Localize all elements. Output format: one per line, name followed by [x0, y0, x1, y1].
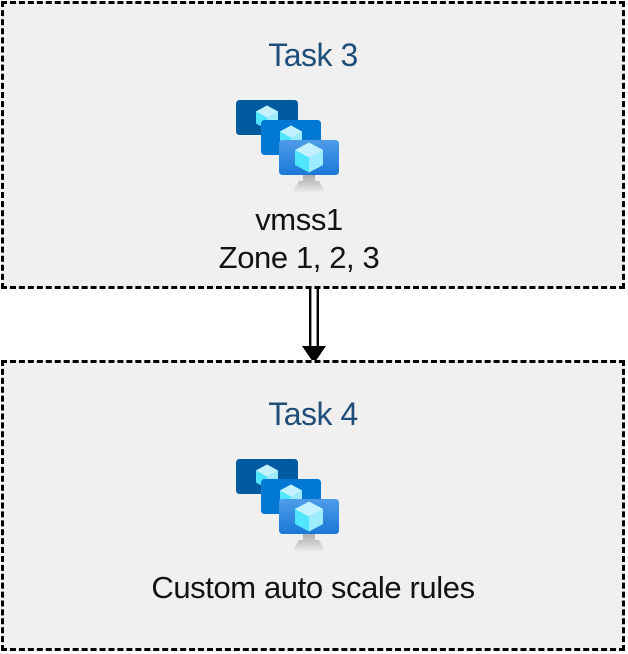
monitor-stand-base [293, 540, 324, 552]
vm-scale-sets-icon [235, 459, 339, 553]
cube-front [294, 142, 323, 173]
task3-box: Task 3 [1, 1, 625, 289]
autoscale-rules-label: Custom auto scale rules [151, 570, 475, 605]
vm-scale-sets-icon [235, 100, 339, 194]
task3-to-task4-arrow [299, 288, 329, 364]
vm-scale-sets-icon-svg [235, 459, 339, 552]
vmss-name-label: vmss1 [255, 202, 343, 237]
vm-scale-sets-icon-svg [235, 100, 339, 193]
task3-labels: vmss1 Zone 1, 2, 3 [219, 201, 380, 277]
task3-title: Task 3 [268, 37, 358, 73]
monitor-stand-neck [302, 532, 315, 540]
monitor-stand-neck [302, 173, 315, 181]
task4-box: Task 4 [1, 360, 625, 651]
task4-title: Task 4 [268, 396, 358, 432]
vmss-zones-label: Zone 1, 2, 3 [218, 240, 380, 275]
arrow-head [302, 346, 326, 364]
task4-labels: Custom auto scale rules [151, 569, 475, 607]
cube-front [294, 501, 323, 532]
monitor-stand-base [293, 181, 324, 193]
